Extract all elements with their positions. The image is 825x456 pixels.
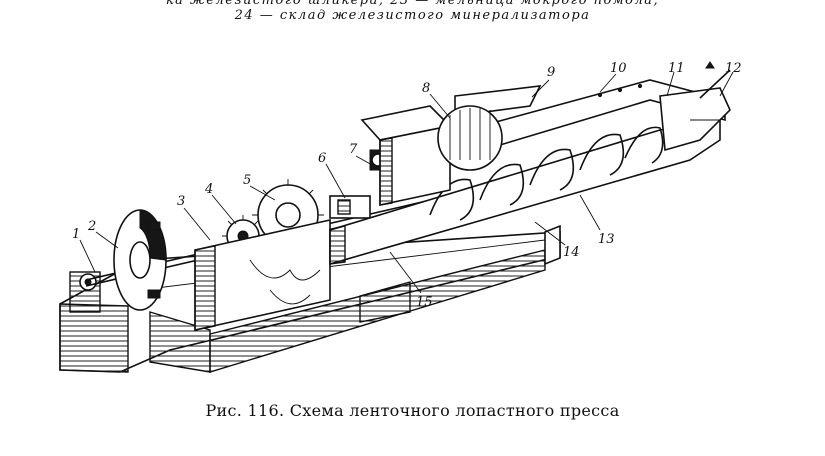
callout-3: 3: [177, 194, 185, 209]
callout-4: 4: [204, 182, 213, 197]
feed-hopper: [360, 85, 542, 206]
header-line-1: ка железистого шликера, 23 — мельница мо…: [165, 0, 660, 8]
auger-trough: [329, 79, 726, 266]
callout-7: 7: [349, 142, 358, 157]
callout-13: 13: [598, 232, 615, 247]
callout-15: 15: [416, 295, 433, 310]
callout-11: 11: [668, 61, 685, 76]
callout-labels: 1 2 3 4 5 6 7 8 9 10 11 12 13 14 15: [72, 61, 742, 310]
callout-1: 1: [72, 227, 80, 242]
figure-caption: Рис. 116. Схема ленточного лопастного пр…: [205, 401, 620, 420]
callout-6: 6: [318, 151, 326, 166]
callout-12: 12: [725, 61, 742, 76]
drive-pulley: [113, 209, 167, 311]
press-diagram: 1 2 3 4 5 6 7 8 9 10 11 12 13 14 15: [59, 61, 742, 373]
leader-lines: [79, 71, 734, 294]
callout-10: 10: [610, 61, 627, 76]
gear-housing: [194, 219, 331, 331]
callout-8: 8: [422, 81, 430, 96]
callout-5: 5: [243, 173, 251, 188]
callout-14: 14: [563, 245, 580, 260]
mouthpiece: [659, 61, 731, 152]
callout-9: 9: [547, 65, 555, 80]
header-line-2: 24 — склад железистого минерализатора: [234, 8, 591, 23]
callout-2: 2: [87, 219, 96, 234]
